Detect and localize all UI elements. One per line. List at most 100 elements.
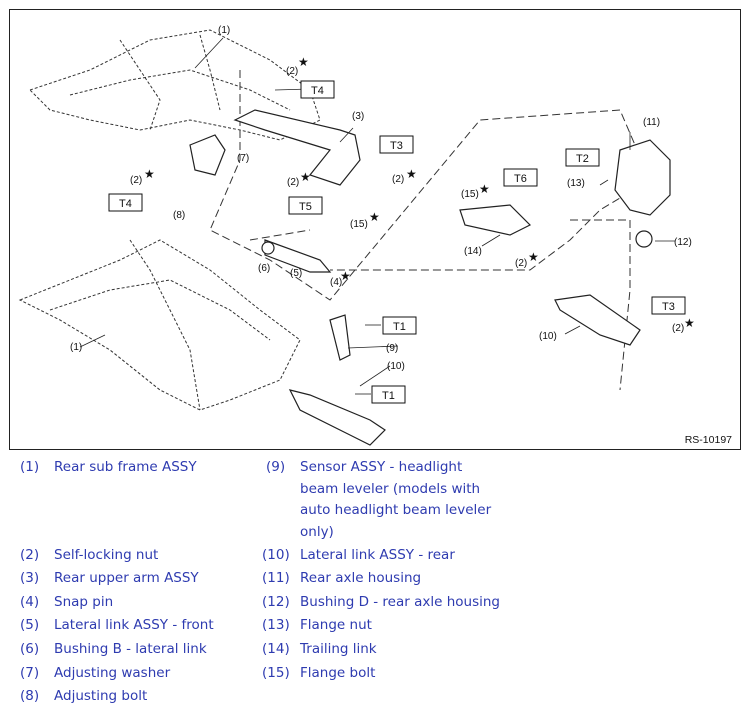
legend-text: Bushing D - rear axle housing <box>300 594 500 610</box>
legend-number: (14) <box>262 641 290 657</box>
star-icon: ★ <box>144 167 155 181</box>
figure-id: RS-10197 <box>684 434 732 446</box>
legend-number: (3) <box>20 570 40 586</box>
star-icon: ★ <box>300 170 311 184</box>
callout: (6) <box>258 263 270 274</box>
callout: (1) <box>218 25 230 36</box>
svg-text:T3: T3 <box>390 140 403 152</box>
callout: (7) <box>237 153 249 164</box>
legend-text: Trailing link <box>300 641 377 657</box>
legend-number: (7) <box>20 665 40 681</box>
callout: (12) <box>674 237 692 248</box>
exploded-diagram: (1) (1) (2) (2) (2) (2) (2) (2) (3) (4) … <box>9 9 741 450</box>
legend-number: (1) <box>20 459 40 475</box>
legend-number: (11) <box>262 570 290 586</box>
svg-text:T1: T1 <box>393 321 406 333</box>
callout: (4) <box>330 277 342 288</box>
rear-upper-arm-shape <box>233 109 361 186</box>
torque-label: T4 <box>108 193 143 212</box>
lower-sub-frame-drawing <box>18 239 301 411</box>
torque-boxes: T4 T4 T3 T3 T5 T6 T2 T1 <box>108 80 686 404</box>
legend-text-line: Sensor ASSY - headlight <box>300 459 463 475</box>
torque-label: T1 <box>371 385 406 404</box>
torque-label: T4 <box>300 80 335 99</box>
legend-text: Lateral link ASSY - front <box>54 617 214 633</box>
star-icon: ★ <box>298 55 309 69</box>
legend-number: (6) <box>20 641 40 657</box>
callout: (15) <box>350 219 368 230</box>
legend-number: (8) <box>20 688 40 704</box>
callout: (2) <box>130 175 142 186</box>
legend-text: Lateral link ASSY - rear <box>300 547 455 563</box>
svg-text:T5: T5 <box>299 201 312 213</box>
callout: (15) <box>461 189 479 200</box>
torque-label: T3 <box>651 296 686 315</box>
diagram-svg: (1) (1) (2) (2) (2) (2) (2) (2) (3) (4) … <box>18 25 695 446</box>
legend-text: Self-locking nut <box>54 547 159 563</box>
legend-number: (10) <box>262 547 290 563</box>
star-icon: ★ <box>369 210 380 224</box>
callout: (2) <box>287 177 299 188</box>
callout: (2) <box>392 174 404 185</box>
legend-text: Adjusting washer <box>54 665 171 681</box>
legend-number: (2) <box>20 547 40 563</box>
lower-rear-link-shape <box>554 294 641 346</box>
svg-text:T1: T1 <box>382 390 395 402</box>
legend-text: Rear upper arm ASSY <box>54 570 199 586</box>
callout: (11) <box>643 117 660 128</box>
torque-label: T5 <box>288 196 323 215</box>
star-icon: ★ <box>406 167 417 181</box>
star-icon: ★ <box>479 182 490 196</box>
torque-label: T3 <box>379 135 414 154</box>
knuckle-bracket-shape <box>189 134 226 176</box>
legend-text: Flange bolt <box>300 665 376 681</box>
torque-label: T6 <box>503 168 538 187</box>
legend-text: Bushing B - lateral link <box>54 641 207 657</box>
svg-text:T2: T2 <box>576 153 589 165</box>
legend-text: Snap pin <box>54 594 114 610</box>
axle-housing-shape <box>614 139 671 216</box>
legend-text-line: only) <box>300 524 334 540</box>
legend-text: Rear axle housing <box>300 570 422 586</box>
callout: (3) <box>352 111 364 122</box>
callout: (2) <box>672 323 684 334</box>
callout: (10) <box>539 331 557 342</box>
legend-number: (13) <box>262 617 290 633</box>
star-marks: ★ ★ ★ ★ ★ ★ ★ ★ ★ <box>144 55 695 330</box>
legend-number: (9) <box>266 459 286 475</box>
callout: (14) <box>464 246 482 257</box>
star-icon: ★ <box>340 269 351 283</box>
legend-text-line: auto headlight beam leveler <box>300 502 492 518</box>
callout: (13) <box>567 178 585 189</box>
callout: (2) <box>515 258 527 269</box>
legend-number: (12) <box>262 594 290 610</box>
rear-lateral-link-shape <box>288 389 386 446</box>
legend-text: Adjusting bolt <box>54 688 148 704</box>
leveler-sensor-shape <box>329 314 351 361</box>
svg-text:T6: T6 <box>514 173 527 185</box>
legend-number: (15) <box>262 665 290 681</box>
callout: (5) <box>290 268 302 279</box>
svg-text:T3: T3 <box>662 301 675 313</box>
callout: (2) <box>286 66 298 77</box>
callout-labels: (1) (1) (2) (2) (2) (2) (2) (2) (3) (4) … <box>70 25 692 372</box>
trailing-link-shape <box>459 204 532 236</box>
star-icon: ★ <box>684 316 695 330</box>
callout: (10) <box>387 361 405 372</box>
legend-text: Rear sub frame ASSY <box>54 459 197 475</box>
legend-number: (4) <box>20 594 40 610</box>
svg-text:T4: T4 <box>311 85 324 97</box>
svg-text:T4: T4 <box>119 198 132 210</box>
torque-label: T1 <box>382 316 417 335</box>
parts-drawing <box>189 109 671 446</box>
star-icon: ★ <box>528 250 539 264</box>
bushing-b-shape <box>261 241 275 255</box>
legend-text: Flange nut <box>300 617 372 633</box>
callout: (9) <box>386 343 398 354</box>
callout: (1) <box>70 342 82 353</box>
legend-number: (5) <box>20 617 40 633</box>
callout: (8) <box>173 210 185 221</box>
torque-label: T2 <box>565 148 600 167</box>
legend-text-line: beam leveler (models with <box>300 481 481 497</box>
bushing-d-shape <box>635 230 653 248</box>
